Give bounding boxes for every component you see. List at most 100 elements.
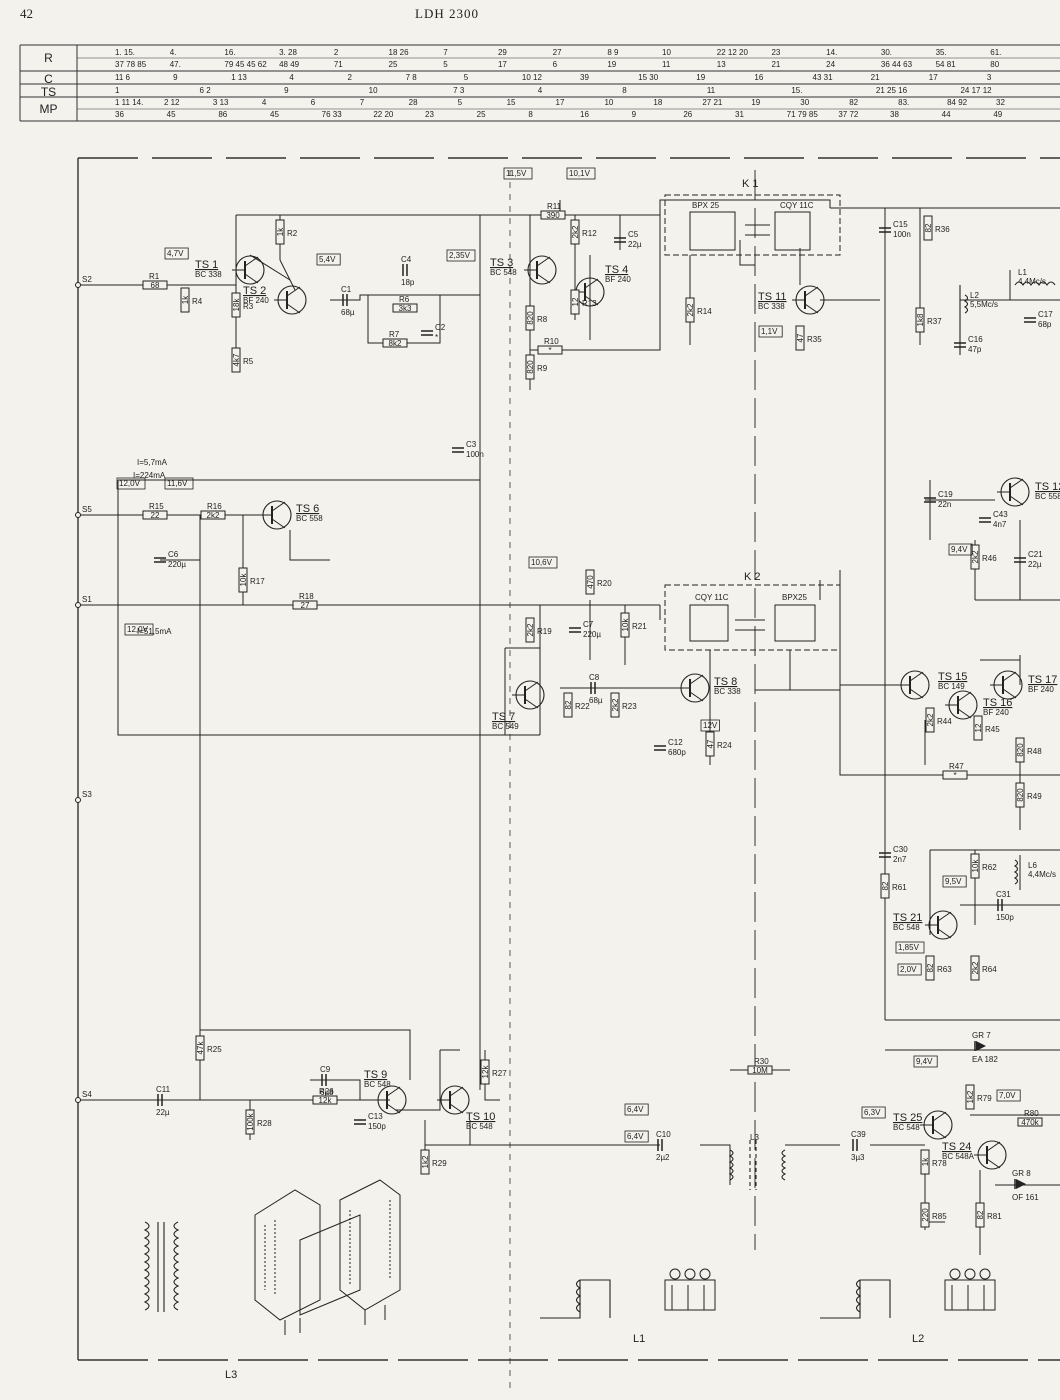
resistor-r21: 10k — [620, 612, 630, 638]
diode-name: GR 8 — [1012, 1169, 1031, 1178]
resistor-r6: 3k3 — [392, 303, 418, 313]
resistor-value: 470 — [586, 575, 595, 589]
table-cell: 1 11 14. — [115, 98, 143, 107]
terminal-s2 — [75, 282, 81, 288]
resistor-r18: 27 — [292, 600, 318, 610]
resistor-name: R25 — [207, 1045, 222, 1054]
terminal-label: S4 — [82, 1090, 92, 1099]
table-cell: 3. 28 — [279, 48, 297, 57]
resistor-value: 82 — [926, 963, 935, 972]
table-cell: 21 — [771, 60, 780, 69]
capacitor-c31 — [997, 899, 1003, 911]
resistor-name: R22 — [575, 702, 590, 711]
table-cell: 22 20 — [373, 110, 394, 119]
table-cell: 6 — [311, 98, 316, 107]
transistor-name: TS 15 — [938, 671, 967, 683]
resistor-name: R23 — [622, 702, 637, 711]
capacitor-value: 68µ — [341, 308, 355, 317]
table-cell: 37 78 85 — [115, 60, 147, 69]
table-cell: 16. — [224, 48, 235, 57]
table-cell: 13 — [717, 60, 726, 69]
row-label-ts: TS — [40, 85, 57, 99]
table-cell: 4 — [289, 73, 294, 82]
transistor-type: BC 338 — [714, 687, 741, 696]
resistor-value: 390 — [546, 211, 560, 220]
capacitor-value: 18p — [401, 278, 415, 287]
capacitor-c15 — [879, 227, 891, 233]
voltage-label: 5,4V — [319, 255, 336, 264]
page-number: 42 — [20, 6, 33, 21]
capacitor-name: C39 — [851, 1130, 866, 1139]
transistor-type: BC 149 — [938, 682, 965, 691]
resistor-name: R27 — [492, 1069, 507, 1078]
transistor-type: BC 338 — [758, 302, 785, 311]
resistor-name: R63 — [937, 965, 952, 974]
resistor-value: 220 — [921, 1208, 930, 1222]
resistor-value: 27 — [301, 601, 310, 610]
table-cell: 16 — [754, 73, 763, 82]
table-cell: 54 81 — [936, 60, 957, 69]
resistor-name: R19 — [537, 627, 552, 636]
transistor-ts2 — [274, 285, 307, 315]
voltage-label: 10,1V — [569, 169, 591, 178]
voltage-label: 12V — [703, 721, 718, 730]
terminal-s4 — [75, 1097, 81, 1103]
table-cell: 4. — [170, 48, 177, 57]
terminal-label: S2 — [82, 275, 92, 284]
transistor-name: TS 4 — [605, 264, 628, 276]
resistor-name: R26 — [319, 1087, 334, 1096]
table-cell: 15. — [791, 86, 802, 95]
voltage-label: 12,0V — [127, 625, 149, 634]
table-cell: 35. — [936, 48, 947, 57]
row-label-mp: MP — [39, 102, 58, 116]
transistor-name: TS 9 — [364, 1069, 387, 1081]
resistor-r24: 47 — [705, 731, 715, 757]
resistor-r1: 68 — [142, 280, 168, 290]
table-cell: 24 — [826, 60, 835, 69]
resistor-name: R6 — [399, 295, 410, 304]
voltage-label: 2,0V — [900, 965, 917, 974]
table-cell: 7 — [360, 98, 365, 107]
resistor-name: R3 — [243, 302, 254, 311]
resistor-value: 470k — [1021, 1118, 1039, 1127]
table-cell: 24 17 12 — [960, 86, 992, 95]
resistor-name: R2 — [287, 229, 298, 238]
resistor-name: R8 — [537, 315, 548, 324]
resistor-name: R28 — [257, 1119, 272, 1128]
capacitor-c1 — [342, 294, 348, 306]
inductor-value: 4,4Mc/s — [1018, 277, 1046, 286]
table-cell: 17 — [929, 73, 938, 82]
table-cell: 16 — [580, 110, 589, 119]
resistor-value: 820 — [1016, 743, 1025, 757]
capacitor-value: 150p — [996, 913, 1014, 922]
resistor-name: R21 — [632, 622, 647, 631]
transistor-ts24 — [974, 1140, 1007, 1170]
resistor-r81: 82 — [975, 1202, 985, 1228]
resistor-name: R85 — [932, 1212, 947, 1221]
transistor-type: BC 548A — [942, 1152, 975, 1161]
resistor-value: 82 — [924, 223, 933, 232]
diode-type: OF 161 — [1012, 1193, 1039, 1202]
voltage-label: 9,4V — [951, 545, 968, 554]
table-cell: 8 9 — [607, 48, 619, 57]
voltage-label: 6,4V — [627, 1132, 644, 1141]
table-cell: 5 — [443, 60, 448, 69]
capacitor-value: 68p — [1038, 320, 1052, 329]
resistor-r13: 12 — [570, 289, 580, 315]
capacitor-name: C5 — [628, 230, 639, 239]
capacitor-c17 — [1024, 317, 1036, 323]
capacitor-c10 — [657, 1139, 663, 1151]
resistor-value: 820 — [1016, 788, 1025, 802]
resistor-value: 1k2 — [421, 1155, 430, 1168]
capacitor-name: C9 — [320, 1065, 331, 1074]
resistor-name: R46 — [982, 554, 997, 563]
voltage-label: 11,6V — [167, 479, 188, 488]
capacitor-c30 — [879, 852, 891, 858]
transistor-ts21 — [925, 910, 958, 940]
capacitor-name: C43 — [993, 510, 1008, 519]
capacitor-c7 — [569, 627, 581, 633]
resistor-value: 82 — [881, 881, 890, 890]
table-cell: 5 — [464, 73, 469, 82]
table-cell: 32 — [996, 98, 1005, 107]
